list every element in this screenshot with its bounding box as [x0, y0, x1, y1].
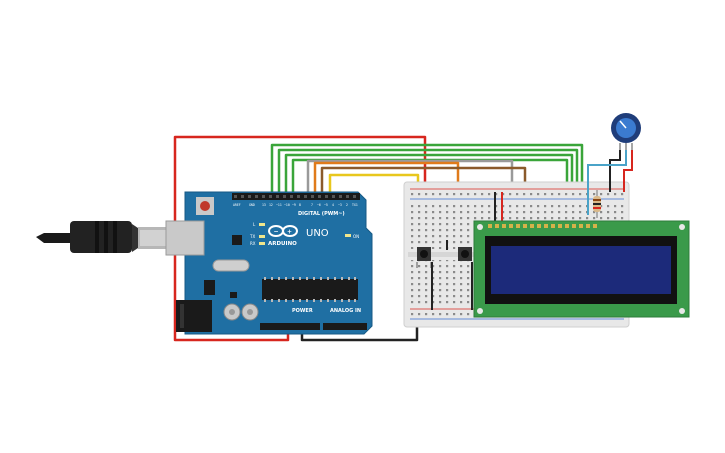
usb-port — [165, 220, 205, 256]
wire-green-1 — [270, 143, 584, 215]
digital-header — [232, 193, 360, 200]
svg-text:13: 13 — [262, 203, 266, 207]
crystal — [212, 259, 250, 272]
rx-led-label: RX — [250, 241, 256, 246]
power-header — [260, 323, 320, 330]
svg-text:~6: ~6 — [317, 203, 321, 207]
svg-text:+: + — [287, 229, 292, 236]
svg-text:12: 12 — [269, 203, 273, 207]
pot-wires — [587, 150, 633, 215]
arduino-brand: ARDUINO — [268, 241, 297, 247]
on-led-label: ON — [353, 234, 359, 239]
svg-text:GND: GND — [249, 203, 255, 207]
resistor[interactable] — [593, 190, 601, 218]
svg-text:~9: ~9 — [292, 203, 296, 207]
status-leds — [259, 223, 351, 245]
tx-led-label: TX — [249, 234, 255, 239]
capacitors — [223, 292, 259, 321]
svg-text:−: − — [274, 229, 279, 236]
atmega-chip — [262, 277, 358, 302]
analog-header — [323, 323, 367, 330]
lcd-display[interactable] — [473, 220, 690, 318]
voltage-regulator — [204, 280, 215, 295]
power-label: POWER — [292, 308, 313, 314]
svg-text:~5: ~5 — [324, 203, 328, 207]
lcd-screen — [491, 246, 671, 294]
svg-text:TX1: TX1 — [352, 203, 358, 207]
arduino-logo: − + — [268, 225, 298, 237]
arduino-model: UNO — [306, 228, 329, 239]
breadboard-jumpers — [431, 192, 503, 310]
digital-label: DIGITAL (PWM~) — [298, 211, 345, 217]
svg-text:7: 7 — [311, 203, 313, 207]
svg-text:AREF: AREF — [233, 203, 241, 207]
reset-button[interactable] — [196, 197, 214, 215]
svg-text:~3: ~3 — [338, 203, 342, 207]
usb-chip — [232, 235, 242, 245]
analog-label: ANALOG IN — [330, 308, 361, 314]
usb-cable[interactable] — [36, 221, 168, 253]
svg-text:4: 4 — [332, 203, 334, 207]
svg-text:8: 8 — [299, 203, 301, 207]
svg-text:2: 2 — [346, 203, 348, 207]
pushbutton-2[interactable] — [458, 247, 472, 261]
svg-text:~11: ~11 — [276, 203, 282, 207]
potentiometer[interactable] — [611, 113, 641, 150]
l-led-label: L — [253, 222, 256, 227]
svg-text:~10: ~10 — [284, 203, 290, 207]
